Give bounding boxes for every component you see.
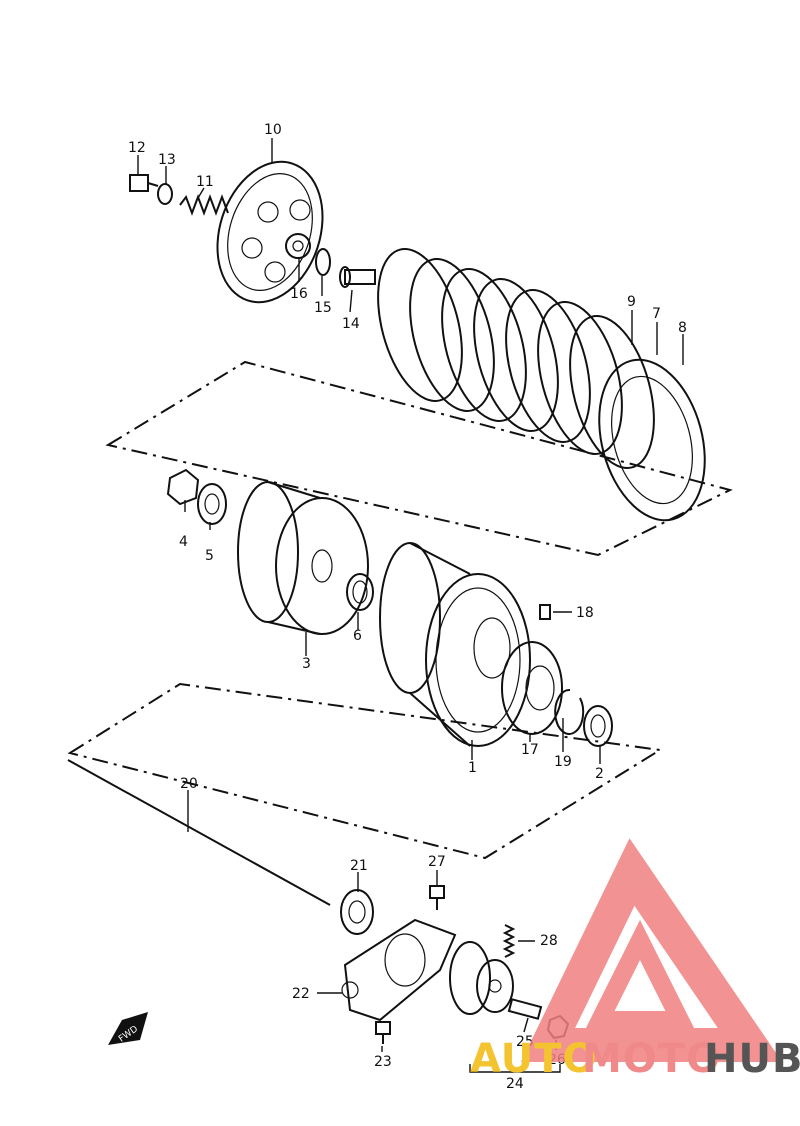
leader-lines	[137, 138, 684, 1073]
label-12: 12	[128, 140, 146, 156]
part-4-nut	[166, 468, 200, 506]
label-10: 10	[264, 122, 282, 138]
label-1: 1	[468, 760, 477, 776]
label-28: 28	[540, 933, 558, 949]
label-13: 13	[158, 152, 176, 168]
part-22-gasket	[341, 918, 457, 1022]
part-13-washer	[157, 183, 173, 205]
watermark-text: AUTO MOTO HUB	[470, 1036, 800, 1082]
part-3-sleeve-hub	[237, 481, 369, 635]
clutch-plates-stack	[377, 248, 706, 522]
part-25-adjust-screw	[507, 998, 543, 1020]
label-21: 21	[350, 858, 368, 874]
label-2: 2	[595, 766, 604, 782]
part-23-bolt	[375, 1021, 391, 1044]
part-16-bearing	[285, 233, 311, 259]
part-12-bolt	[129, 174, 159, 192]
label-19: 19	[554, 754, 572, 770]
part-14-push-piece	[339, 266, 376, 288]
part-24-release-assembly	[449, 941, 514, 1015]
label-5: 5	[205, 548, 214, 564]
callout-labels: 10 12 13 11 16 15 14 9 7 8 4 5 3 6 18 1 …	[128, 122, 687, 1092]
assembly-frame-lower	[67, 682, 663, 860]
label-27: 27	[428, 854, 446, 870]
fwd-arrow-icon: FWD	[108, 1012, 148, 1045]
part-10-pressure-plate	[216, 160, 324, 304]
part-18-pin	[539, 604, 551, 620]
watermark-triangle	[520, 838, 783, 1062]
label-22: 22	[292, 986, 310, 1002]
label-14: 14	[342, 316, 360, 332]
label-15: 15	[314, 300, 332, 316]
label-24: 24	[506, 1076, 524, 1092]
label-6: 6	[353, 628, 362, 644]
part-2-thrust-washer	[583, 705, 613, 747]
part-1-clutch-housing	[379, 542, 531, 747]
label-18: 18	[576, 605, 594, 621]
part-17-gear	[501, 641, 563, 735]
watermark-logo-icon	[520, 838, 783, 1062]
watermark-part-1: AUTO	[470, 1036, 598, 1082]
part-15-washer	[315, 248, 331, 276]
label-11: 11	[196, 174, 214, 190]
part-6-washer	[346, 573, 374, 611]
label-7: 7	[652, 306, 661, 322]
label-17: 17	[521, 742, 539, 758]
label-16: 16	[290, 286, 308, 302]
part-11-spring	[179, 194, 229, 216]
part-27-bolt	[429, 885, 445, 910]
watermark-part-2: MOTO	[582, 1036, 721, 1082]
label-3: 3	[302, 656, 311, 672]
part-5-lock-washer	[197, 483, 227, 525]
part-28-spring	[502, 924, 516, 958]
part-19-circlip	[554, 688, 585, 735]
part-20-push-rod	[67, 759, 331, 906]
label-20: 20	[180, 776, 198, 792]
label-9: 9	[627, 294, 636, 310]
label-23: 23	[374, 1054, 392, 1070]
assembly-frame-upper	[105, 360, 733, 557]
label-8: 8	[678, 320, 687, 336]
part-21-oil-seal	[340, 889, 374, 935]
label-4: 4	[179, 534, 188, 550]
watermark-part-3: HUB	[704, 1036, 800, 1082]
